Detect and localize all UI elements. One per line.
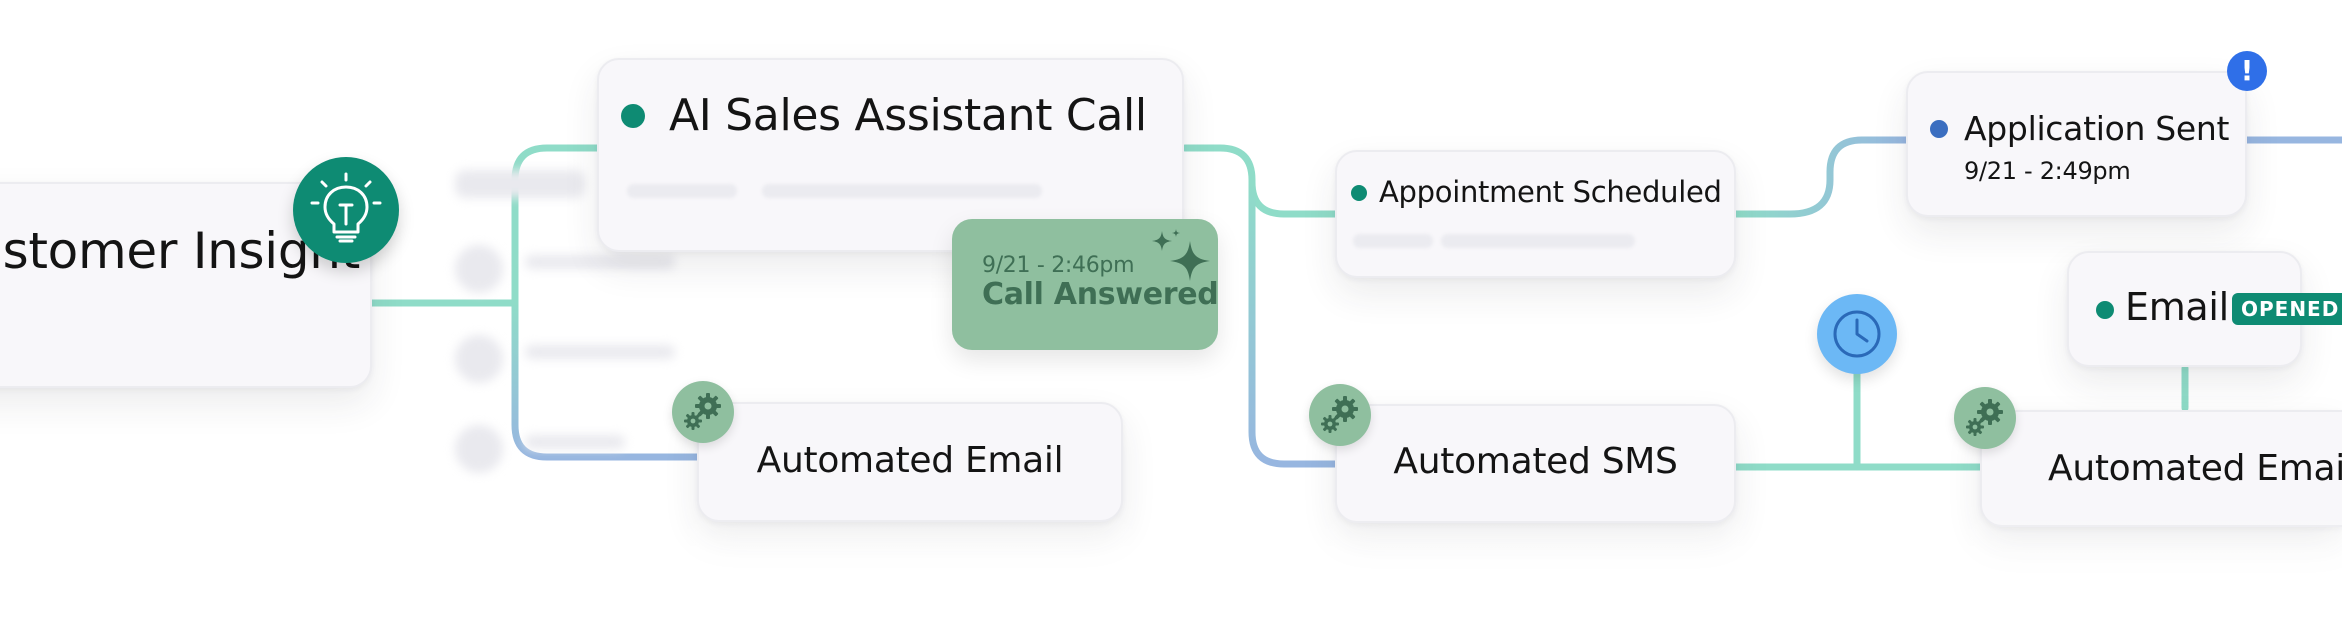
node-automated-sms[interactable]: Automated SMS xyxy=(1335,404,1736,523)
node-title: Automated SMS xyxy=(1393,441,1678,482)
node-automated-email[interactable]: Automated Email xyxy=(1980,410,2342,527)
ghost-heading xyxy=(455,170,585,198)
connector xyxy=(1732,136,1912,218)
connector xyxy=(1181,144,1340,218)
ghost-line xyxy=(525,255,675,269)
clock-icon[interactable] xyxy=(1817,294,1897,374)
node-automated-email[interactable]: Automated Email xyxy=(697,402,1123,522)
node-title: AI Sales Assistant Call xyxy=(669,90,1147,141)
node-title: Application Sent xyxy=(1964,109,2230,148)
gear-icon xyxy=(1309,384,1371,446)
node-call-answered[interactable]: 9/21 - 2:46pm Call Answered xyxy=(952,219,1219,350)
ghost-avatar xyxy=(455,425,503,473)
node-application-sent[interactable]: Application Sent 9/21 - 2:49pm xyxy=(1906,71,2247,217)
placeholder-bar xyxy=(627,184,737,198)
gear-icon xyxy=(672,381,734,443)
node-timestamp: 9/21 - 2:49pm xyxy=(1964,157,2131,185)
ghost-avatar xyxy=(455,335,503,383)
status-dot xyxy=(621,104,645,128)
placeholder-bar xyxy=(1353,234,1433,248)
event-timestamp: 9/21 - 2:46pm xyxy=(982,253,1135,278)
status-dot xyxy=(1930,120,1948,138)
lightbulb-icon[interactable] xyxy=(293,157,399,263)
alert-icon[interactable]: ! xyxy=(2227,51,2267,91)
node-title: Appointment Scheduled xyxy=(1379,175,1722,209)
node-title: Automated Email xyxy=(756,440,1064,481)
node-appointment-scheduled[interactable]: Appointment Scheduled xyxy=(1335,150,1736,278)
node-title: Email xyxy=(2125,285,2229,329)
status-badge: OPENED xyxy=(2232,293,2342,325)
placeholder-bar xyxy=(1441,234,1635,248)
gear-icon xyxy=(1954,387,2016,449)
placeholder-bar xyxy=(762,184,1042,198)
alert-glyph: ! xyxy=(2240,54,2254,87)
ghost-line xyxy=(525,435,625,449)
status-dot xyxy=(1351,185,1367,201)
node-title: Automated Email xyxy=(2048,448,2342,489)
sparkle-icon xyxy=(1152,229,1210,281)
ghost-line xyxy=(525,345,675,359)
status-dot xyxy=(2096,301,2114,319)
ghost-avatar xyxy=(455,245,503,293)
